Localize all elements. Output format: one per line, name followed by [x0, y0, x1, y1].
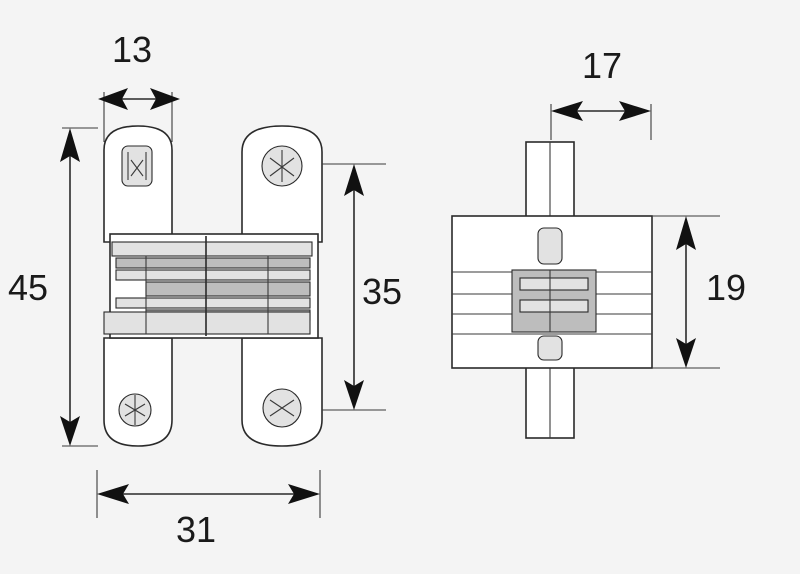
- arrow-45-top: [60, 128, 80, 162]
- dim-label-31: 31: [176, 509, 216, 550]
- arrow-31-left: [97, 484, 129, 504]
- slot-hole-top-left: [121, 145, 153, 187]
- dim-label-19: 19: [706, 267, 746, 308]
- side-view: [451, 141, 653, 439]
- arrow-17-left: [551, 101, 583, 121]
- arrow-35-top: [344, 164, 364, 196]
- front-view: [103, 125, 323, 447]
- arrow-45-bottom: [60, 416, 80, 446]
- dimension-labels: 13 45 35 31 17 19: [8, 29, 746, 550]
- bottom-left-leaf: [103, 337, 173, 447]
- arrow-19-bottom: [676, 338, 696, 368]
- dim-label-45: 45: [8, 267, 48, 308]
- dim-label-35: 35: [362, 271, 402, 312]
- arrow-31-right: [288, 484, 320, 504]
- arrow-13-left: [98, 88, 128, 110]
- dim-label-13: 13: [112, 29, 152, 70]
- arrow-13-right: [150, 88, 180, 110]
- arrow-35-bottom: [344, 380, 364, 410]
- dim-label-17: 17: [582, 45, 622, 86]
- arrow-19-top: [676, 216, 696, 250]
- dimension-lines: [60, 88, 720, 518]
- arrow-17-right: [619, 101, 651, 121]
